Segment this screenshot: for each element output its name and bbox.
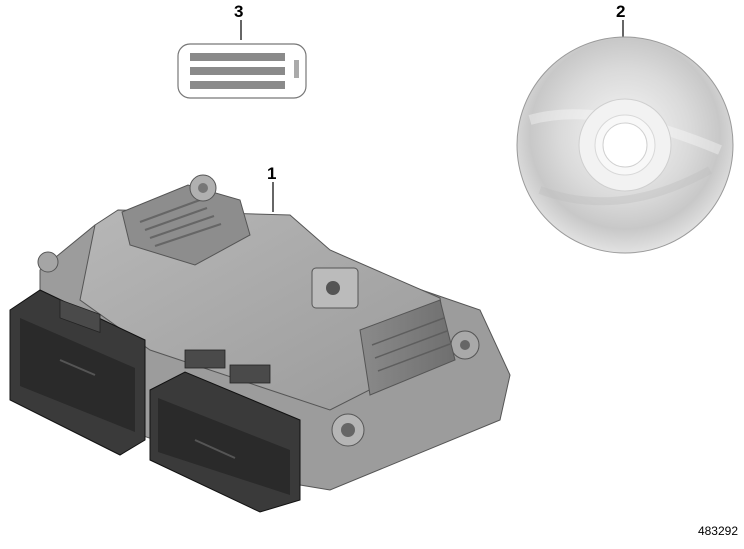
diagram-id: 483292: [697, 524, 738, 538]
callout-1: 1: [267, 164, 277, 183]
ecu-part: [9, 174, 511, 513]
label-part: [177, 43, 307, 99]
disc-part: [516, 36, 734, 254]
callout-2: 2: [616, 2, 626, 21]
callout-3: 3: [234, 2, 244, 21]
